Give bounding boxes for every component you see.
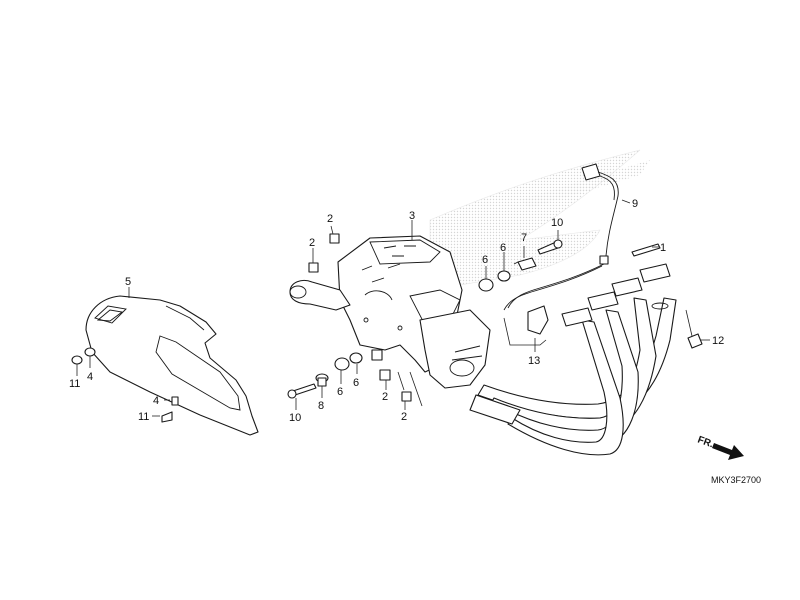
callout-7: 7 (521, 232, 527, 244)
muffler-cover (85, 295, 259, 436)
callout-2: 2 (327, 213, 333, 225)
callout-12: 12 (712, 335, 724, 347)
callout-6: 6 (337, 386, 343, 398)
callout-11: 11 (69, 378, 80, 390)
callout-4: 4 (87, 371, 93, 383)
front-direction-label: FR. (696, 434, 715, 450)
callout-5: 5 (125, 276, 131, 288)
clamp (527, 305, 549, 335)
catalyst-chamber (419, 309, 491, 389)
callout-3: 3 (409, 210, 415, 222)
callout-2: 2 (382, 391, 388, 403)
callout-2: 2 (309, 237, 315, 249)
callout-8: 8 (318, 400, 324, 412)
brand-watermark (429, 149, 650, 291)
callout-6: 6 (482, 254, 488, 266)
front-direction-arrow: FR. (696, 434, 744, 460)
diagram-code: MKY3F2700 (711, 475, 761, 485)
o2-sensor-harness (503, 163, 619, 311)
callout-11: 11 (138, 411, 149, 423)
leader-lines (76, 199, 710, 417)
callout-10: 10 (289, 412, 301, 424)
callout-13: 13 (528, 355, 540, 367)
callout-9: 9 (632, 198, 638, 210)
hardware (71, 233, 703, 423)
callout-labels: 1 2 2 2 2 3 4 4 5 6 6 6 6 7 8 9 10 10 11… (69, 198, 724, 424)
callout-10: 10 (551, 217, 563, 229)
callout-4: 4 (153, 395, 159, 407)
arrow-right-icon (712, 443, 744, 460)
callout-2: 2 (401, 411, 407, 423)
callout-6: 6 (353, 377, 359, 389)
exhaust-header-pipes (469, 263, 677, 456)
intake-pipe (289, 279, 351, 311)
callout-1: 1 (660, 242, 666, 254)
callout-6: 6 (500, 242, 506, 254)
